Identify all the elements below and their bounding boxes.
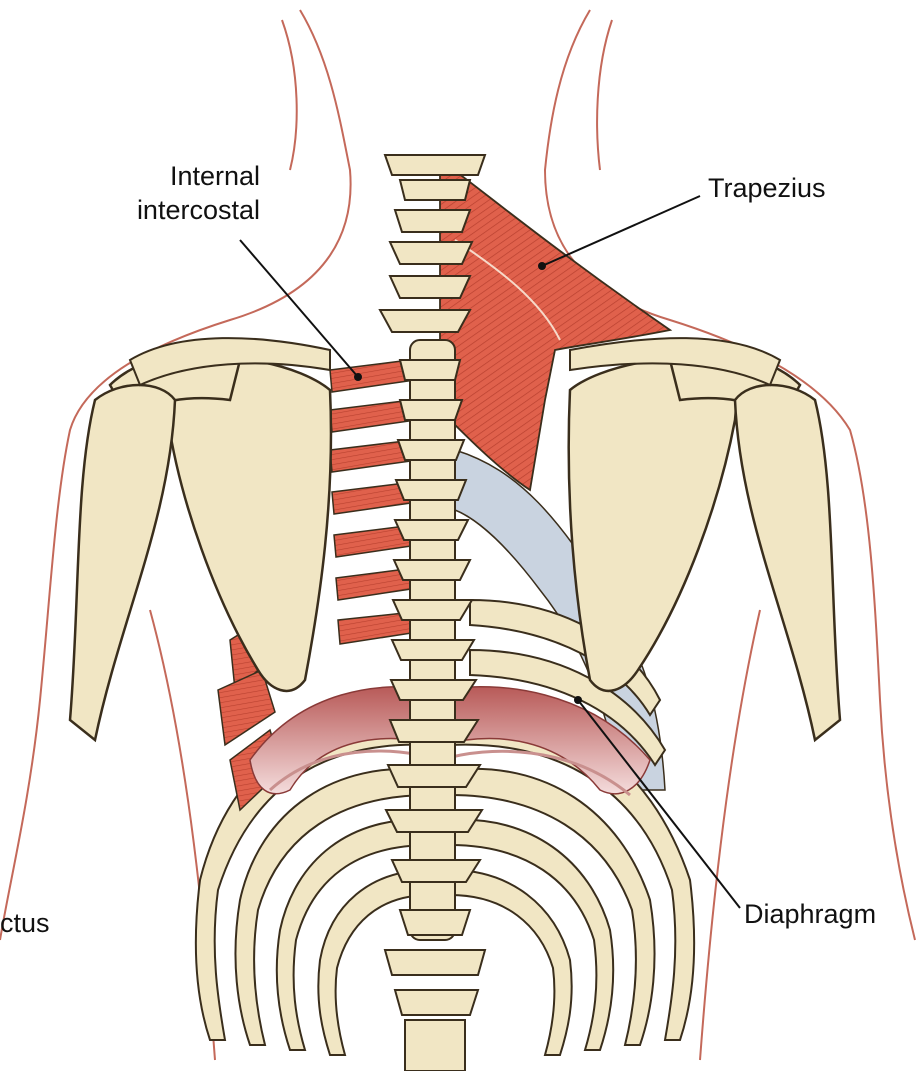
scapula-right bbox=[569, 353, 840, 740]
diaphragm-dot bbox=[574, 696, 582, 704]
trapezius-leader bbox=[542, 196, 700, 266]
internal-intercostal-label-line2: intercostal bbox=[110, 194, 260, 228]
internal-intercostal-label: Internal intercostal bbox=[110, 160, 260, 228]
diaphragm-label: Diaphragm bbox=[744, 898, 876, 932]
trapezius-label: Trapezius bbox=[708, 172, 826, 206]
trapezius-dot bbox=[538, 262, 546, 270]
internal-intercostal-dot bbox=[354, 373, 362, 381]
scapula-left bbox=[70, 353, 331, 740]
internal-intercostal-label-line1: Internal bbox=[110, 160, 260, 194]
ribs-right bbox=[450, 600, 694, 1055]
cut-off-label: ctus bbox=[0, 907, 50, 941]
